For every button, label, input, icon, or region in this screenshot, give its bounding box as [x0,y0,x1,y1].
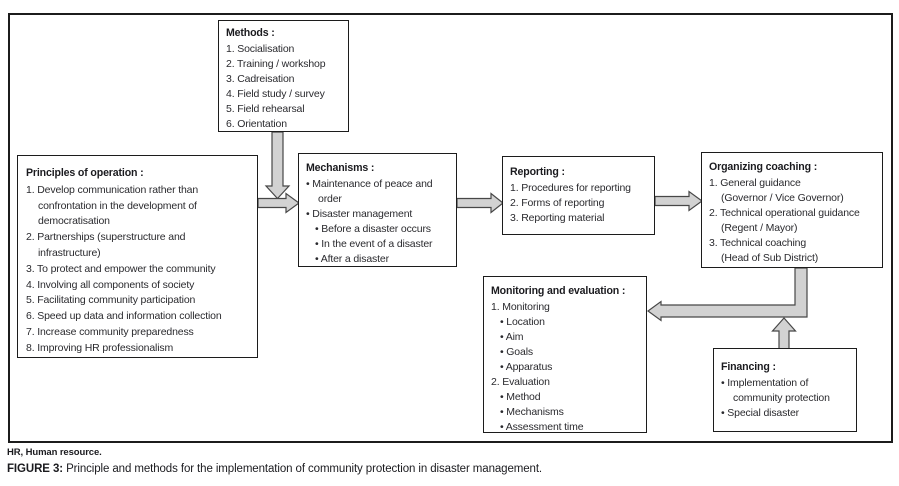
list-item: 2. Evaluation [491,376,550,388]
list-item: 4. Involving all components of society [26,278,195,291]
list-item: • Special disaster [721,407,800,419]
list-item: 1. Monitoring [491,301,550,313]
list-item: • Before a disaster occurs [315,223,431,235]
list-item: • Goals [500,346,533,358]
list-item: 2. Technical operational guidance [709,207,860,219]
figure-label: FIGURE 3: [7,463,63,475]
list-item: • Assessment time [500,421,584,433]
methods-box: Methods : 1. Socialisation 2. Training /… [218,20,349,132]
list-item: 3. To protect and empower the community [26,262,216,275]
list-item: • Method [500,391,541,403]
list-item: (Governor / Vice Governor) [721,192,844,204]
organizing-coaching-box: Organizing coaching : 1. General guidanc… [701,152,883,268]
diagram-frame [8,13,893,443]
list-item: 5. Field rehearsal [226,103,305,115]
list-item: • After a disaster [315,253,389,265]
principles-box: Principles of operation : 1. Develop com… [17,155,258,358]
methods-title: Methods : [226,27,275,39]
list-item: 2. Partnerships (superstructure and infr… [26,231,186,259]
list-item: 3. Cadreisation [226,73,295,85]
list-item: 4. Field study / survey [226,88,325,100]
list-item: 3. Technical coaching [709,237,807,249]
list-item: 3. Reporting material [510,212,605,224]
abbreviation-note: HR, Human resource. [7,447,102,458]
list-item: • Mechanisms [500,406,564,418]
list-item: 8. Improving HR professionalism [26,341,174,354]
financing-box: Financing : • Implementation of communit… [713,348,857,432]
list-item: (Regent / Mayor) [721,222,798,234]
list-item: • Aim [500,331,524,343]
list-item: • Disaster management [306,208,413,220]
list-item: 6. Orientation [226,118,287,130]
list-item: 1. Procedures for reporting [510,182,631,194]
reporting-title: Reporting : [510,166,565,178]
list-item: 5. Facilitating community participation [26,294,196,307]
figure-caption-text: Principle and methods for the implementa… [62,463,543,475]
mechanisms-box: Mechanisms : • Maintenance of peace and … [298,153,457,267]
list-item: • In the event of a disaster [315,238,433,250]
organizing-coaching-title: Organizing coaching : [709,161,818,173]
list-item: 1. Socialisation [226,43,295,55]
monitoring-evaluation-box: Monitoring and evaluation : 1. Monitorin… [483,276,647,433]
list-item: 2. Training / workshop [226,58,326,70]
list-item: 2. Forms of reporting [510,197,605,209]
list-item: • Implementation of community protection [721,377,830,404]
list-item: 7. Increase community preparedness [26,325,194,338]
list-item: • Maintenance of peace and order [306,178,433,205]
list-item: 6. Speed up data and information collect… [26,310,222,323]
mechanisms-title: Mechanisms : [306,162,375,174]
list-item: 1. Develop communication rather than con… [26,183,199,228]
reporting-box: Reporting : 1. Procedures for reporting … [502,156,655,235]
list-item: 1. General guidance [709,177,801,189]
list-item: • Location [500,316,545,328]
financing-title: Financing : [721,361,776,373]
figure-caption: FIGURE 3: Principle and methods for the … [7,463,542,475]
list-item: • Apparatus [500,361,553,373]
list-item: (Head of Sub District) [721,252,819,264]
monitoring-evaluation-title: Monitoring and evaluation : [491,285,626,297]
principles-title: Principles of operation : [26,167,144,179]
